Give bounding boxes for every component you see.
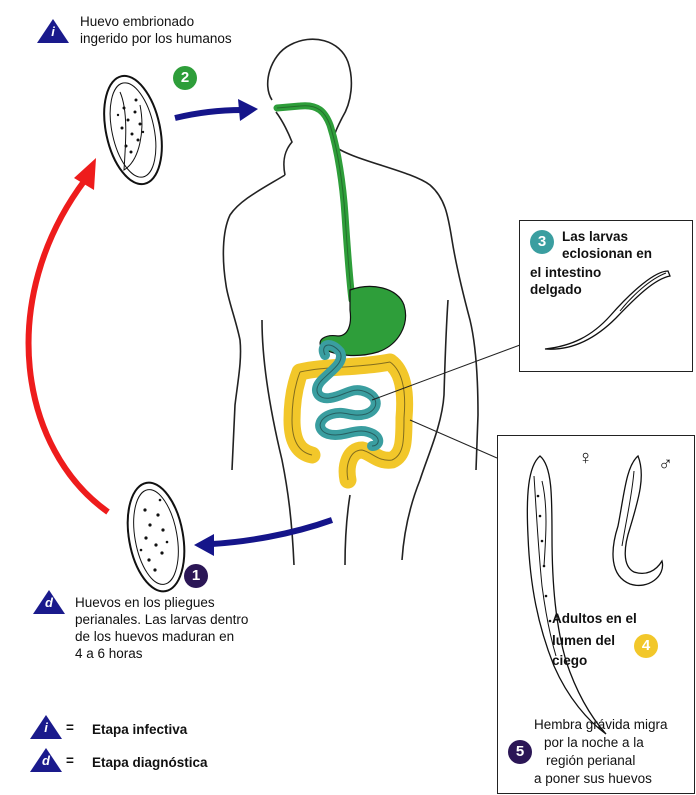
legend-diagnostic-text: Etapa diagnóstica	[92, 755, 208, 770]
pointer-line-step4	[409, 419, 498, 459]
adults-box: ♀ ♂ Adultos en el lumen del ciego 4 Hemb…	[497, 435, 695, 794]
step2-badge: 2	[173, 66, 197, 90]
adult-worms-drawing	[526, 454, 664, 735]
blue-arrowhead-perianal	[194, 534, 214, 556]
step4-line3: ciego	[552, 653, 588, 668]
legend-infective-icon	[30, 715, 62, 739]
small-intestine	[312, 340, 384, 451]
step3-box: 3 Las larvas eclosionan en el intestino …	[519, 220, 693, 372]
step5-line1: Hembra grávida migra	[534, 717, 668, 732]
step4-line1: Adultos en el	[552, 611, 637, 626]
infective-caption-line2: ingerido por los humanos	[80, 31, 232, 46]
diagnostic-caption-line3: de los huevos maduran en	[75, 629, 235, 644]
pointer-line-step3	[371, 344, 521, 401]
larva-drawing	[544, 270, 671, 350]
infective-caption-line1: Huevo embrionado	[80, 14, 195, 29]
male-worm	[612, 454, 664, 586]
step5-line2: por la noche a la	[544, 735, 644, 750]
infective-triangle-label: i	[51, 24, 55, 39]
legend-diagnostic-icon-label: d	[42, 753, 50, 768]
legend-diagnostic-icon	[30, 748, 62, 772]
diagnostic-caption-line4: 4 a 6 horas	[75, 646, 143, 661]
step3-line4: delgado	[530, 282, 582, 297]
egg-embryonated	[103, 74, 163, 186]
legend-infective-eq: =	[66, 720, 74, 735]
step3-badge: 3	[530, 230, 554, 254]
step4-badge: 4	[634, 634, 658, 658]
infective-triangle-icon	[37, 19, 69, 43]
diagnostic-triangle-label: d	[45, 595, 53, 610]
large-intestine-outline	[291, 361, 406, 481]
blue-arrow-ingestion	[174, 107, 243, 121]
step5-badge: 5	[508, 740, 532, 764]
blue-arrowhead-ingestion	[238, 99, 258, 121]
diagnostic-triangle-icon	[33, 590, 65, 614]
legend-diagnostic-eq: =	[66, 753, 74, 768]
red-arrowhead	[74, 158, 96, 190]
human-body-outline	[222, 38, 479, 566]
step1-badge: 1	[184, 564, 208, 588]
red-cycle-arrow	[25, 178, 110, 515]
step3-line2: eclosionan en	[562, 246, 653, 261]
legend-infective-text: Etapa infectiva	[92, 722, 188, 737]
diagnostic-caption-line1: Huevos en los pliegues	[75, 595, 215, 610]
blue-arrow-perianal	[211, 517, 334, 547]
female-worm	[526, 455, 607, 735]
diagnostic-caption-line2: perianales. Las larvas dentro	[75, 612, 249, 627]
legend-infective-icon-label: i	[44, 720, 48, 735]
step3-line1: Las larvas	[562, 229, 629, 244]
small-intestine-outline	[316, 344, 379, 447]
step5-line4: a poner sus huevos	[534, 771, 652, 786]
female-symbol: ♀	[578, 447, 593, 469]
egg-perianal	[126, 481, 186, 593]
male-symbol: ♂	[658, 453, 673, 475]
esophagus-outline	[276, 105, 353, 301]
stomach	[319, 285, 407, 357]
step5-line3: región perianal	[546, 753, 636, 768]
step4-line2: lumen del	[552, 633, 616, 648]
step3-line3: el intestino	[530, 265, 602, 280]
esophagus	[273, 102, 356, 304]
